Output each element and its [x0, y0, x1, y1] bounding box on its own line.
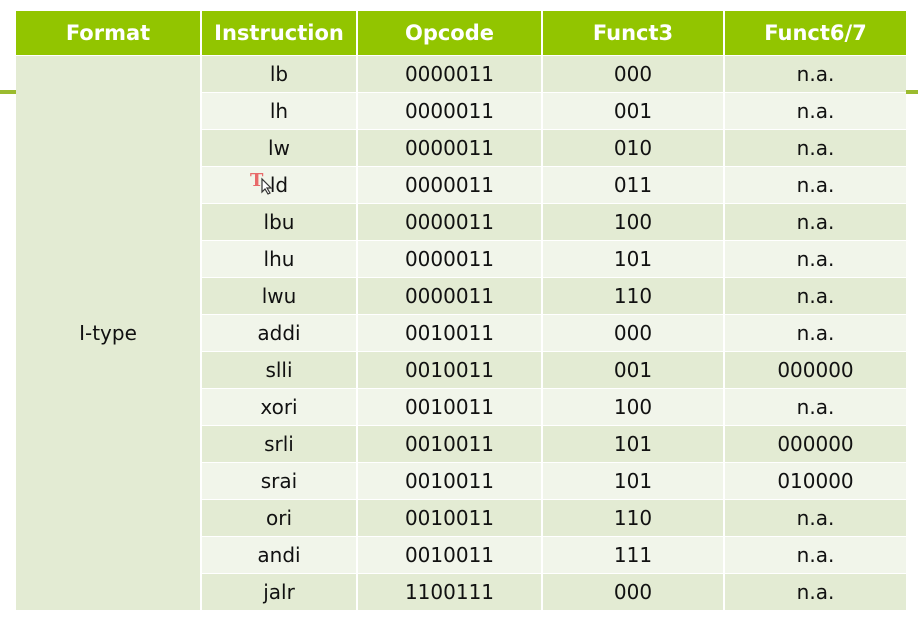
opcode-cell: 0000011 — [357, 129, 543, 167]
header-instruction: Instruction — [201, 11, 358, 56]
funct67-cell: 000000 — [724, 425, 906, 463]
funct3-cell: 000 — [542, 55, 725, 93]
funct67-cell: n.a. — [724, 499, 906, 537]
accent-line-left — [0, 90, 16, 94]
funct3-cell: 011 — [542, 166, 725, 204]
instruction-cell: lw — [201, 129, 358, 167]
funct67-cell: n.a. — [724, 573, 906, 611]
opcode-cell: 1100111 — [357, 573, 543, 611]
svg-text:T: T — [250, 170, 264, 191]
instruction-cell: xori — [201, 388, 358, 426]
instruction-cell: lbu — [201, 203, 358, 241]
opcode-cell: 0000011 — [357, 277, 543, 315]
funct3-cell: 000 — [542, 573, 725, 611]
funct3-cell: 101 — [542, 240, 725, 278]
funct67-cell: 000000 — [724, 351, 906, 389]
opcode-cell: 0000011 — [357, 203, 543, 241]
funct67-cell: n.a. — [724, 240, 906, 278]
instruction-cell: lh — [201, 92, 358, 130]
funct3-cell: 001 — [542, 92, 725, 130]
instruction-text: ld — [269, 173, 289, 197]
instruction-cell: lhu — [201, 240, 358, 278]
opcode-cell: 0000011 — [357, 92, 543, 130]
instruction-cell: ori — [201, 499, 358, 537]
instruction-cell: srli — [201, 425, 358, 463]
funct67-cell: n.a. — [724, 129, 906, 167]
funct3-cell: 110 — [542, 499, 725, 537]
opcode-cell: 0000011 — [357, 166, 543, 204]
funct67-cell: n.a. — [724, 92, 906, 130]
funct3-cell: 111 — [542, 536, 725, 574]
header-funct67: Funct6/7 — [724, 11, 906, 56]
instruction-cell: slli — [201, 351, 358, 389]
funct3-cell: 010 — [542, 129, 725, 167]
instruction-cell: lwu — [201, 277, 358, 315]
funct3-cell: 101 — [542, 462, 725, 500]
funct3-cell: 100 — [542, 203, 725, 241]
instruction-cell: jalr — [201, 573, 358, 611]
funct67-cell: n.a. — [724, 314, 906, 352]
opcode-cell: 0010011 — [357, 351, 543, 389]
opcode-cell: 0010011 — [357, 314, 543, 352]
opcode-cell: 0010011 — [357, 388, 543, 426]
opcode-cell: 0010011 — [357, 462, 543, 500]
funct67-cell: n.a. — [724, 203, 906, 241]
format-cell: I-type — [16, 55, 202, 611]
header-format: Format — [16, 11, 202, 56]
funct67-cell: n.a. — [724, 536, 906, 574]
instruction-table: Format Instruction Opcode Funct3 Funct6/… — [16, 11, 906, 611]
opcode-cell: 0000011 — [357, 240, 543, 278]
instruction-cell: lb — [201, 55, 358, 93]
funct67-cell: n.a. — [724, 277, 906, 315]
accent-line-right — [906, 90, 918, 94]
funct3-cell: 000 — [542, 314, 725, 352]
instruction-cell: addi — [201, 314, 358, 352]
text-select-cursor-icon: T — [250, 170, 273, 195]
table-header-row: Format Instruction Opcode Funct3 Funct6/… — [16, 11, 906, 56]
funct3-cell: 101 — [542, 425, 725, 463]
opcode-cell: 0010011 — [357, 425, 543, 463]
funct67-cell: n.a. — [724, 166, 906, 204]
funct67-cell: n.a. — [724, 55, 906, 93]
header-funct3: Funct3 — [542, 11, 725, 56]
opcode-cell: 0000011 — [357, 55, 543, 93]
funct3-cell: 001 — [542, 351, 725, 389]
header-opcode: Opcode — [357, 11, 543, 56]
funct3-cell: 110 — [542, 277, 725, 315]
funct67-cell: n.a. — [724, 388, 906, 426]
opcode-cell: 0010011 — [357, 536, 543, 574]
instruction-cell: andi — [201, 536, 358, 574]
funct3-cell: 100 — [542, 388, 725, 426]
instruction-cell: srai — [201, 462, 358, 500]
funct67-cell: 010000 — [724, 462, 906, 500]
opcode-cell: 0010011 — [357, 499, 543, 537]
